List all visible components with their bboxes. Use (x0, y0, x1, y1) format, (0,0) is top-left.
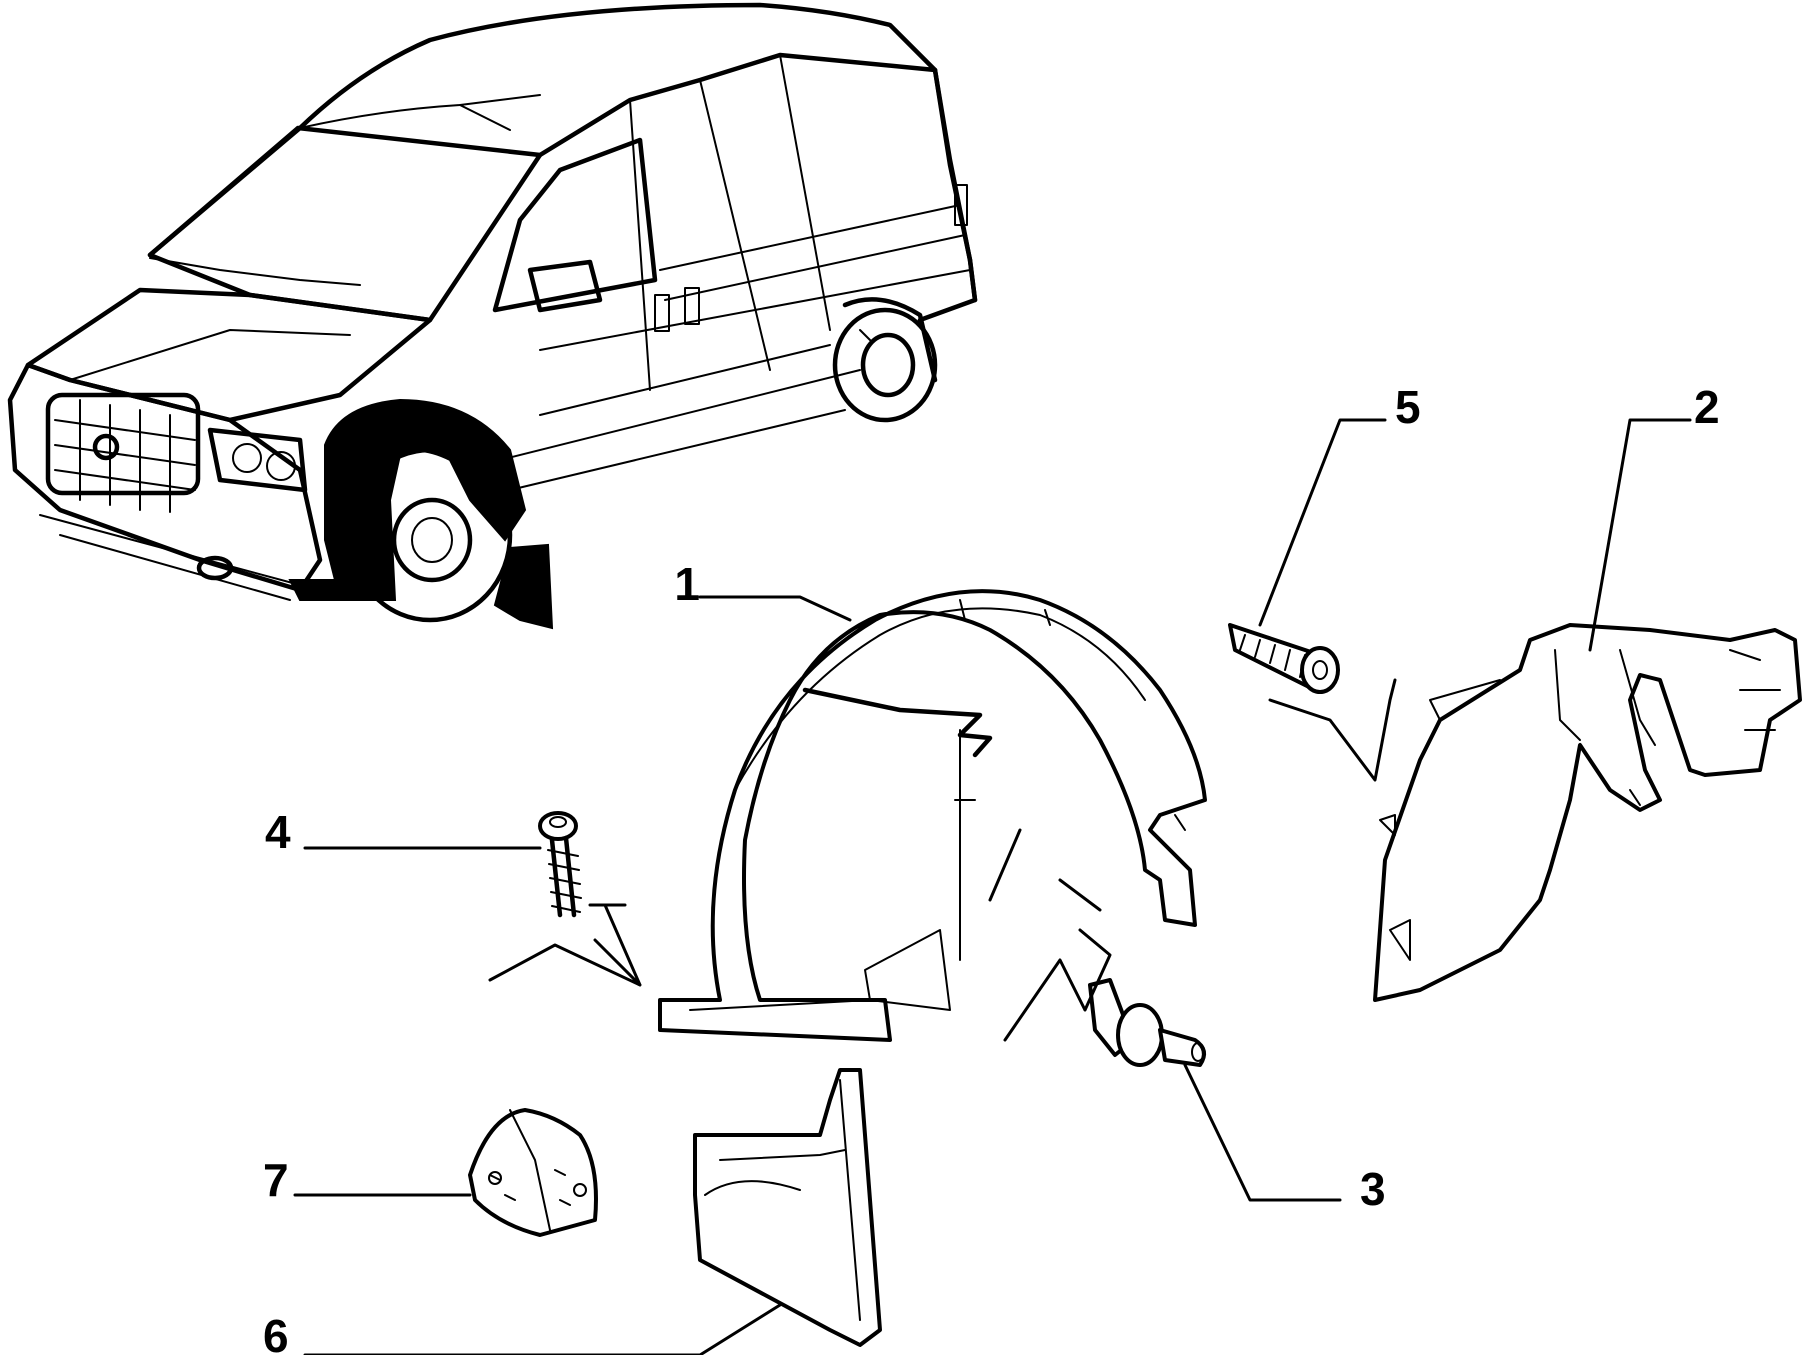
clip-fastener-part (1088, 978, 1206, 1067)
callout-labels: 1 2 3 4 5 6 7 (263, 381, 1720, 1355)
screw-part (538, 811, 582, 918)
inner-liner-part (1373, 623, 1802, 1002)
callout-1: 1 (674, 558, 700, 610)
leader-lines (293, 418, 1692, 1355)
callout-2: 2 (1694, 381, 1720, 433)
callout-7: 7 (263, 1154, 289, 1206)
callout-4: 4 (265, 806, 291, 858)
callout-3: 3 (1360, 1163, 1386, 1215)
bolt-part (1228, 623, 1340, 694)
van-illustration (7, 2, 978, 630)
callout-6: 6 (263, 1310, 289, 1355)
mudflap-part (693, 1068, 882, 1347)
bracket-kit-part (468, 1108, 598, 1237)
callout-5: 5 (1395, 381, 1421, 433)
wheel-arch-liner-part (658, 589, 1207, 1042)
